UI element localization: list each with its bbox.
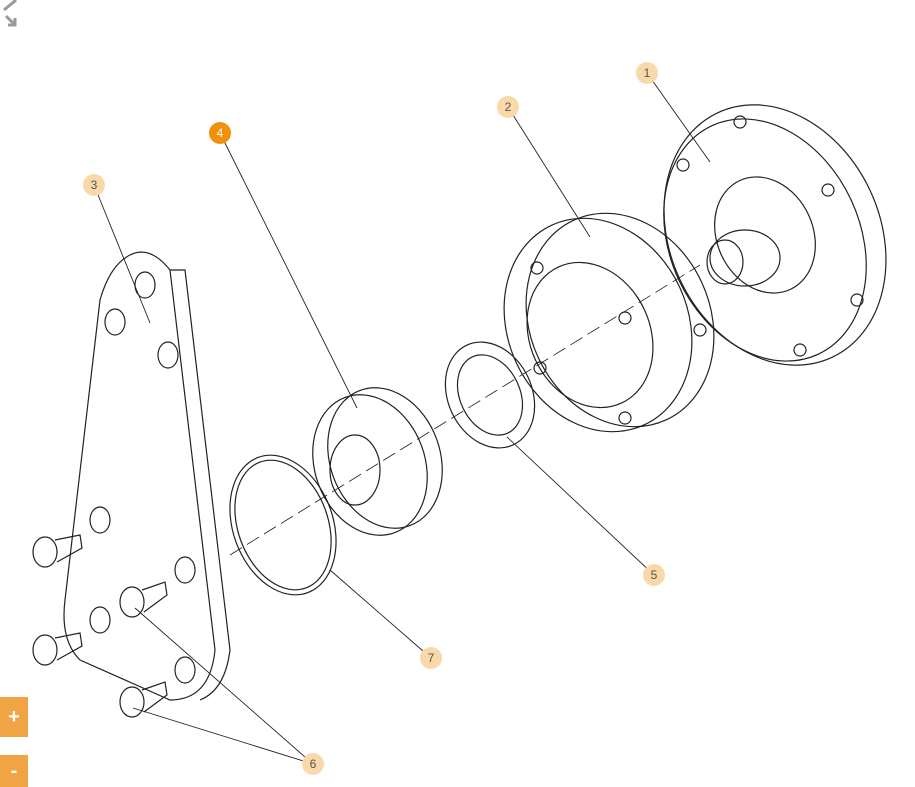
part-1-flange xyxy=(663,104,887,366)
part-2-housing xyxy=(503,212,715,433)
part-6-screws xyxy=(32,534,168,718)
callout-4[interactable]: 4 xyxy=(209,122,231,144)
callout-3[interactable]: 3 xyxy=(83,174,105,196)
part-5-bearing xyxy=(444,341,536,449)
callout-1[interactable]: 1 xyxy=(636,62,658,84)
part-7-retaining-ring xyxy=(229,454,337,596)
callout-5[interactable]: 5 xyxy=(643,564,665,586)
zoom-in-button[interactable]: + xyxy=(0,697,28,737)
expand-icon[interactable] xyxy=(0,0,24,30)
callout-7[interactable]: 7 xyxy=(420,647,442,669)
leader-lines xyxy=(93,72,711,765)
callout-2[interactable]: 2 xyxy=(497,96,519,118)
zoom-out-button[interactable]: - xyxy=(0,755,28,787)
callout-6[interactable]: 6 xyxy=(302,753,324,775)
part-3-plate xyxy=(63,251,231,701)
part-4-hub xyxy=(312,387,443,536)
